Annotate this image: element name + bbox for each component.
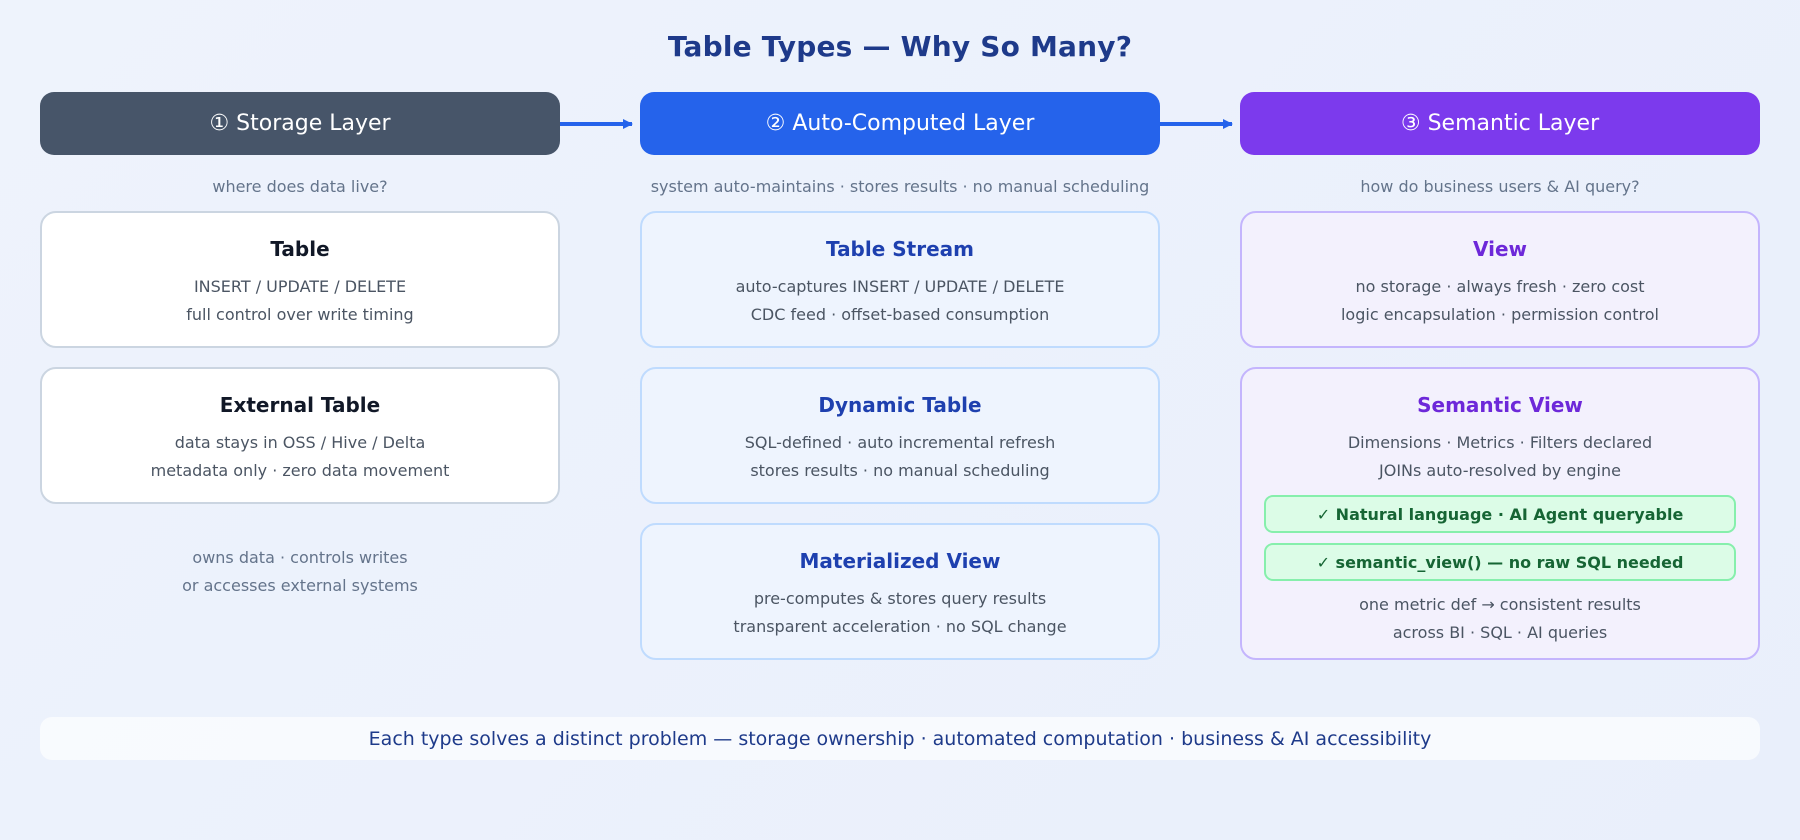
semantic-layer-header: ③ Semantic Layer — [1240, 92, 1760, 155]
card-line: transparent acceleration · no SQL change — [733, 617, 1067, 636]
note-line: or accesses external systems — [182, 576, 418, 595]
card-semantic-view: Semantic View Dimensions · Metrics · Fil… — [1240, 367, 1760, 660]
card-table-stream: Table Stream auto-captures INSERT / UPDA… — [640, 211, 1160, 348]
card-external-table: External Table data stays in OSS / Hive … — [40, 367, 560, 504]
card-title: External Table — [219, 393, 381, 417]
card-line: pre-computes & stores query results — [753, 589, 1047, 608]
card-title: Table — [270, 237, 330, 261]
note-line: owns data · controls writes — [192, 548, 408, 567]
card-title: Table Stream — [826, 237, 974, 261]
card-line: across BI · SQL · AI queries — [1392, 623, 1608, 642]
card-line: Dimensions · Metrics · Filters declared — [1347, 433, 1653, 452]
card-line: auto-captures INSERT / UPDATE / DELETE — [735, 277, 1065, 296]
card-dynamic-table: Dynamic Table SQL-defined · auto increme… — [640, 367, 1160, 504]
badge-semantic-view-function: ✓ semantic_view() — no raw SQL needed — [1264, 543, 1736, 581]
footer-summary: Each type solves a distinct problem — st… — [40, 717, 1760, 760]
card-line: CDC feed · offset-based consumption — [750, 305, 1050, 324]
card-title: Semantic View — [1417, 393, 1583, 417]
auto-computed-layer-header: ② Auto-Computed Layer — [640, 92, 1160, 155]
card-line: no storage · always fresh · zero cost — [1355, 277, 1645, 296]
storage-layer-column: ① Storage Layer where does data live? Ta… — [40, 92, 560, 600]
semantic-layer-subtitle: how do business users & AI query? — [1360, 177, 1640, 196]
auto-computed-layer-subtitle: system auto-maintains · stores results ·… — [650, 177, 1150, 196]
card-line: one metric def → consistent results — [1359, 595, 1641, 614]
card-title: Dynamic Table — [818, 393, 982, 417]
card-materialized-view: Materialized View pre-computes & stores … — [640, 523, 1160, 660]
card-line: metadata only · zero data movement — [150, 461, 450, 480]
badge-natural-language: ✓ Natural language · AI Agent queryable — [1264, 495, 1736, 533]
card-line: full control over write timing — [186, 305, 414, 324]
card-line: data stays in OSS / Hive / Delta — [174, 433, 426, 452]
card-line: INSERT / UPDATE / DELETE — [193, 277, 407, 296]
card-line: SQL-defined · auto incremental refresh — [744, 433, 1056, 452]
card-table: Table INSERT / UPDATE / DELETE full cont… — [40, 211, 560, 348]
card-view: View no storage · always fresh · zero co… — [1240, 211, 1760, 348]
semantic-layer-column: ③ Semantic Layer how do business users &… — [1240, 92, 1760, 660]
card-line: stores results · no manual scheduling — [750, 461, 1050, 480]
card-line: JOINs auto-resolved by engine — [1379, 461, 1621, 480]
card-title: Materialized View — [799, 549, 1001, 573]
page-title: Table Types — Why So Many? — [667, 30, 1133, 63]
card-title: View — [1472, 237, 1528, 261]
storage-layer-note: owns data · controls writes or accesses … — [40, 544, 560, 600]
storage-layer-header: ① Storage Layer — [40, 92, 560, 155]
card-line: logic encapsulation · permission control — [1340, 305, 1659, 324]
storage-layer-subtitle: where does data live? — [212, 177, 388, 196]
auto-computed-layer-column: ② Auto-Computed Layer system auto-mainta… — [640, 92, 1160, 660]
